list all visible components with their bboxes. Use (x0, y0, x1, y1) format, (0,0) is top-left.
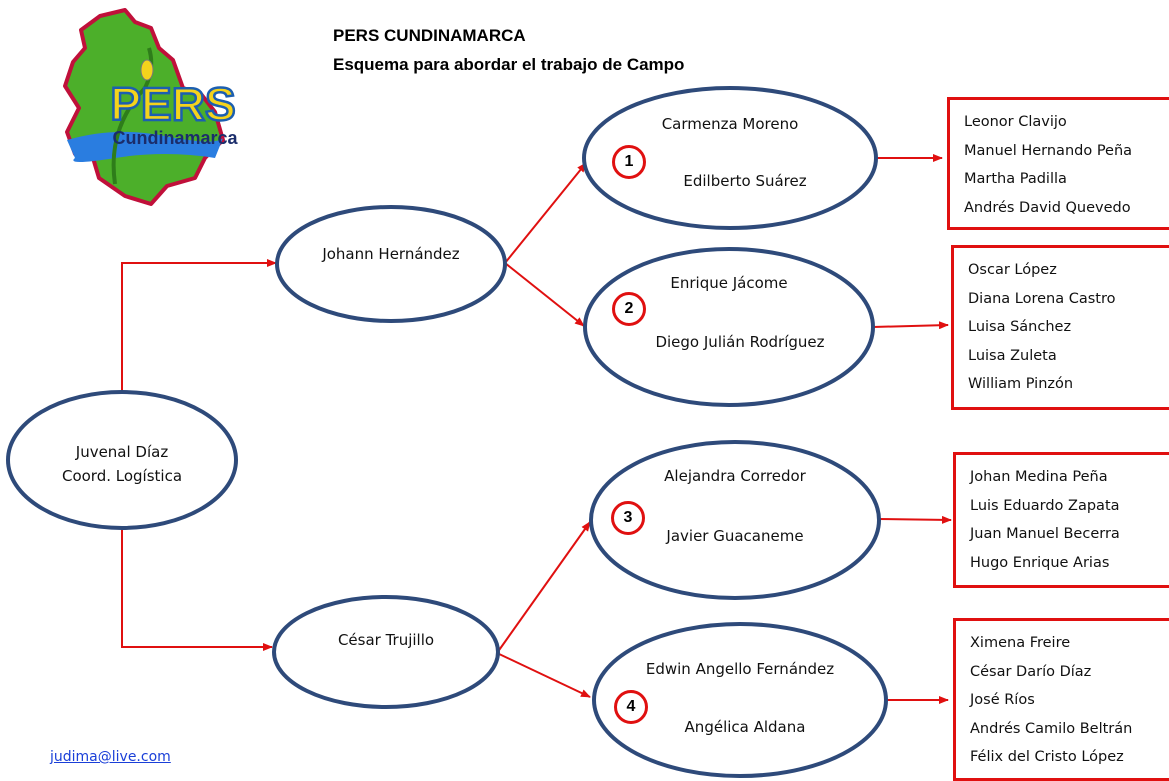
group-4-leader-2: Angélica Aldana (684, 718, 806, 736)
group-number-badge: 2 (612, 292, 646, 326)
connector-supervisor-1-to-group-2 (504, 262, 585, 327)
coordinator-name: Juvenal Díaz (75, 443, 169, 461)
group-3-members-box: Johan Medina Peña Luis Eduardo Zapata Ju… (953, 452, 1169, 588)
logo-text-sub: Cundinamarca (112, 128, 238, 148)
connector-supervisor-2-to-group-4 (496, 652, 591, 698)
group-number-badge: 4 (614, 690, 648, 724)
member-name: Andrés Camilo Beltrán (970, 720, 1133, 737)
member-name: Félix del Cristo López (970, 749, 1124, 765)
group-3-leader-2: Javier Guacaneme (666, 527, 804, 545)
member-name: Manuel Hernando Peña (964, 142, 1133, 159)
group-3-leader-1: Alejandra Corredor (664, 467, 806, 485)
group-number-badge: 1 (612, 145, 646, 179)
member-name: Diana Lorena Castro (968, 290, 1116, 307)
connector-coordinator-to-supervisor-2 (121, 528, 273, 651)
member-name: William Pinzón (968, 376, 1074, 392)
member-name: Luis Eduardo Zapata (970, 497, 1120, 514)
connector-supervisor-1-to-group-1 (504, 162, 587, 264)
email-link[interactable]: judima@live.com (50, 749, 171, 765)
logo-text-main: PERS (110, 78, 235, 130)
member-name: Ximena Freire (970, 635, 1071, 651)
connector-supervisor-2-to-group-3 (496, 521, 591, 654)
group-4-members-box: Ximena Freire César Darío Díaz José Ríos… (953, 618, 1169, 781)
member-name: Andrés David Quevedo (964, 199, 1131, 216)
group-2-leader-1: Enrique Jácome (670, 274, 788, 292)
group-4-leader-1: Edwin Angello Fernández (645, 660, 835, 678)
group-2-leader-2: Diego Julián Rodríguez (655, 333, 825, 351)
diagram-title: PERS CUNDINAMARCA (333, 26, 526, 45)
group-number-badge: 3 (611, 501, 645, 535)
coordinator-role: Coord. Logística (61, 467, 183, 485)
member-name: José Ríos (970, 692, 1035, 708)
connector-coordinator-to-supervisor-1 (121, 259, 277, 392)
member-name: César Darío Díaz (970, 663, 1092, 680)
member-name: Johan Medina Peña (970, 469, 1108, 485)
group-ellipse-4 (592, 622, 888, 778)
group-ellipse-1 (582, 86, 878, 230)
group-1-leader-2: Edilberto Suárez (683, 172, 807, 190)
group-1-leader-1: Carmenza Moreno (661, 115, 799, 133)
group-ellipse-3 (589, 440, 881, 600)
supervisor-ellipse-1 (275, 205, 507, 323)
supervisor-name: Johann Hernández (322, 245, 460, 263)
coordinator-ellipse (6, 390, 238, 530)
member-name: Luisa Zuleta (968, 347, 1057, 364)
group-ellipse-2 (583, 247, 875, 407)
pers-cundinamarca-logo: PERS Cundinamarca (63, 8, 238, 206)
member-name: Oscar López (968, 262, 1057, 278)
group-1-members-box: Leonor Clavijo Manuel Hernando Peña Mart… (947, 97, 1169, 230)
member-name: Martha Padilla (964, 171, 1067, 187)
group-2-members-box: Oscar López Diana Lorena Castro Luisa Sá… (951, 245, 1169, 410)
connector-group-3-to-members (877, 515, 952, 524)
member-name: Hugo Enrique Arias (970, 554, 1110, 571)
supervisor-ellipse-2 (272, 595, 500, 709)
member-name: Juan Manuel Becerra (970, 526, 1120, 542)
diagram-subtitle: Esquema para abordar el trabajo de Campo (333, 55, 685, 74)
connector-group-2-to-members (872, 321, 949, 330)
member-name: Leonor Clavijo (964, 114, 1067, 130)
logo-water (67, 131, 223, 162)
supervisor-name: César Trujillo (337, 631, 435, 649)
member-name: Luisa Sánchez (968, 319, 1072, 335)
